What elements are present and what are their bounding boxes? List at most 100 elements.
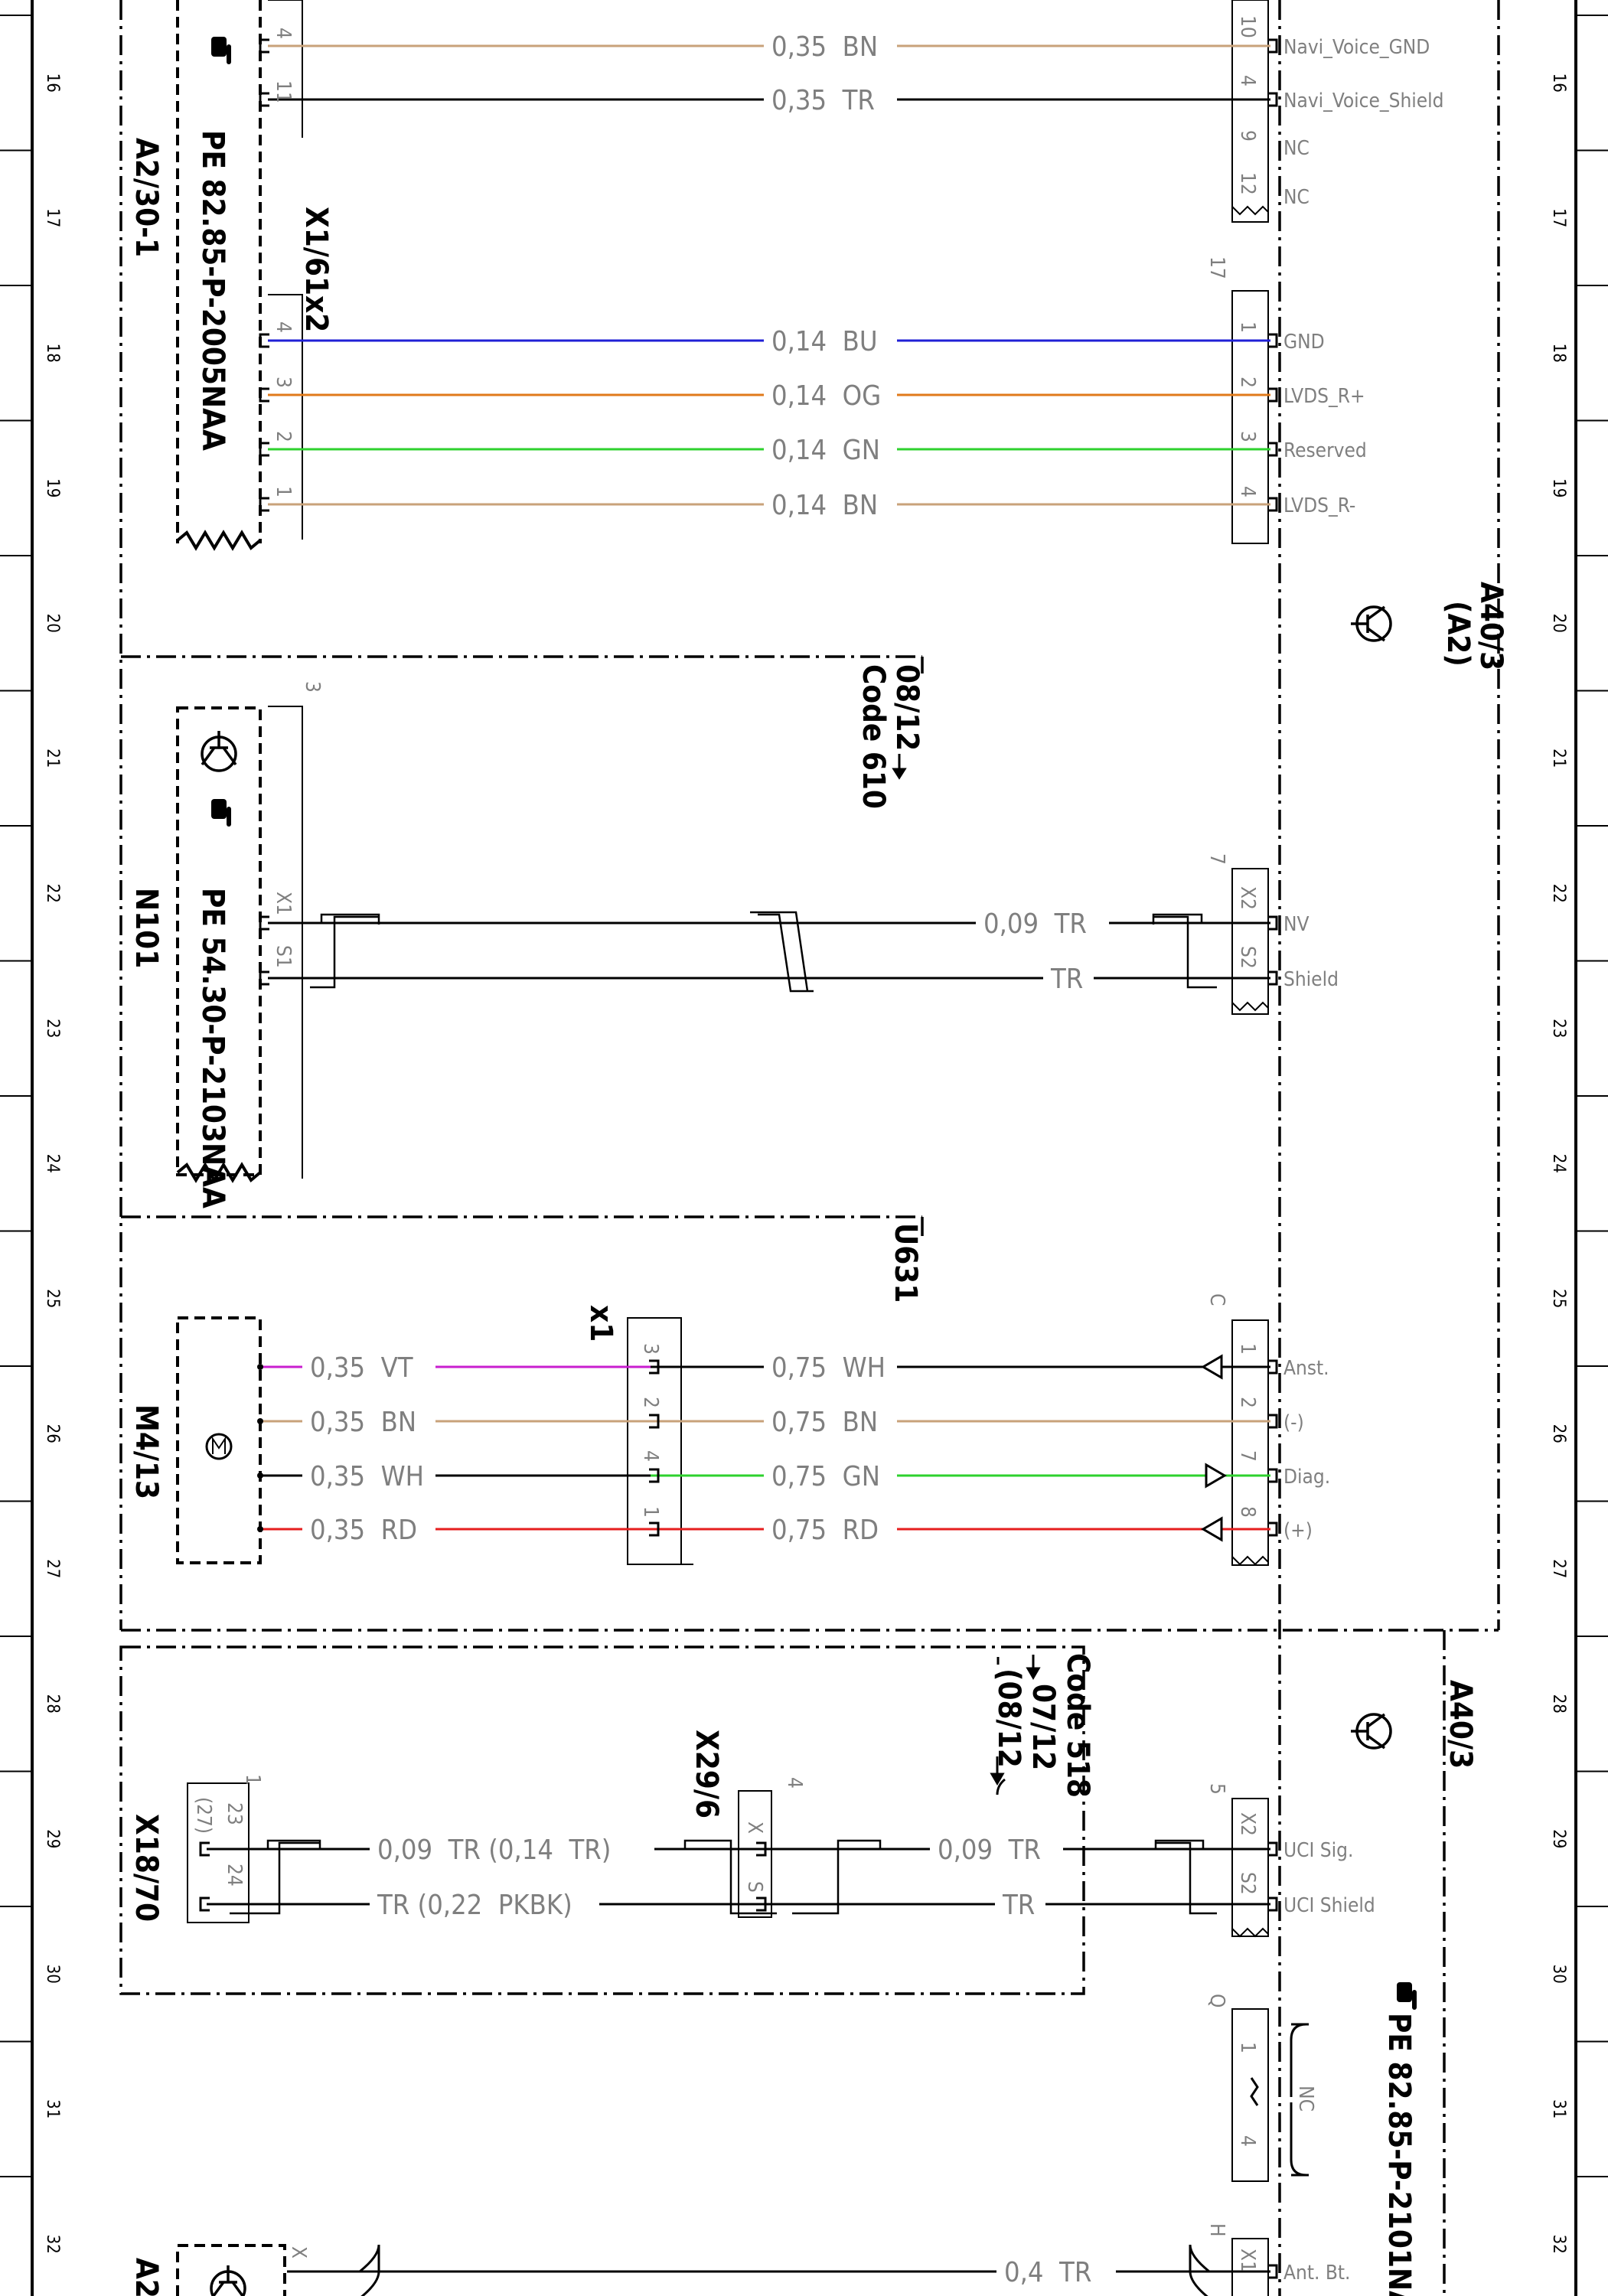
antenna-icon-a2-bottom: [210, 2265, 246, 2296]
signal-diag: Diag.: [1283, 1466, 1330, 1489]
signal-reserved: Reserved: [1283, 439, 1367, 462]
antenna-icon-a40-3-bottom: [1351, 1713, 1392, 1750]
pointing-hand-icon-pe-2005: [211, 37, 231, 64]
grid-number-left-23: 23: [43, 1019, 62, 1038]
signal-navi-voice-gnd: Navi_Voice_GND: [1283, 36, 1430, 59]
grid-number-right-20: 20: [1549, 614, 1568, 633]
pointing-hand-icon-pe-2101: [1397, 1982, 1417, 2010]
pin-right-5-s2: S2: [1236, 1872, 1259, 1895]
grid-number-right-21: 21: [1549, 748, 1568, 768]
component-n101: N101: [129, 888, 164, 968]
signal-nc-bracket: NC: [1294, 2086, 1317, 2112]
signal-uci-shield: UCI Shield: [1283, 1894, 1375, 1917]
nc-bracket: [1250, 2023, 1309, 2177]
grid-number-left-22: 22: [43, 884, 62, 903]
box-a2-bottom: [176, 2244, 286, 2296]
grid-number-right-18: 18: [1549, 344, 1568, 363]
conn-right-17: [1231, 290, 1269, 544]
wire-label-3: 0,14 OG: [771, 380, 881, 412]
wire-label-20: 0,4 TR: [1004, 2257, 1091, 2288]
grid-number-left-27: 27: [43, 1559, 62, 1578]
wire-label-10: 0,75 GN: [771, 1461, 880, 1492]
wire-label-4: 0,14 GN: [771, 435, 880, 466]
pin-x161-4: 4: [272, 321, 295, 333]
component-a2-bottom: A2: [129, 2258, 164, 2296]
grid-number-left-24: 24: [43, 1154, 62, 1173]
pin-a2-x: X: [287, 2246, 310, 2258]
conn-right-h: [1231, 2238, 1269, 2296]
conn-x18-70: [187, 1782, 250, 1923]
grid-number-left-29: 29: [43, 1829, 62, 1848]
grid-number-left-20: 20: [43, 614, 62, 633]
pin-right-c-8: 8: [1236, 1506, 1259, 1518]
pin-right-c-1: 1: [1236, 1343, 1259, 1355]
pin-x18-27: (27): [192, 1797, 215, 1834]
zigzag-a2-30-1: [176, 530, 262, 551]
pin-right-q-1: 1: [1236, 2042, 1259, 2053]
grid-number-right-29: 29: [1549, 1829, 1568, 1848]
pin-right-9: 9: [1236, 130, 1259, 142]
wire-label-17: TR (0,22 PKBK): [377, 1890, 572, 1921]
conn-x1: [627, 1317, 682, 1565]
conn-n101: [268, 706, 303, 1179]
grid-number-right-30: 30: [1549, 1965, 1568, 1984]
boundary-code518: [119, 1645, 1085, 1995]
pin-x1-2: 2: [639, 1397, 662, 1408]
box-m4-13: [176, 1316, 262, 1564]
conn-right-top: [1231, 0, 1269, 223]
pin-right-h: H: [1205, 2223, 1228, 2237]
ref-pe-2101: PE 82.85-P-2101NAA: [1381, 2013, 1417, 2296]
grid-number-right-31: 31: [1549, 2099, 1568, 2118]
grid-number-left-28: 28: [43, 1694, 62, 1714]
signal-shield: Shield: [1283, 968, 1339, 991]
grid-number-left-32: 32: [43, 2235, 62, 2254]
code-610: Code 610: [856, 664, 891, 809]
signal-lvds-r-minus: LVDS_R-: [1283, 494, 1355, 517]
grid-number-right-22: 22: [1549, 884, 1568, 903]
wire-label-14: 0,35 WH: [310, 1461, 424, 1492]
grid-number-left-30: 30: [43, 1965, 62, 1984]
signal-nc-2: NC: [1283, 186, 1310, 209]
code-u631: U631: [888, 1223, 923, 1303]
wire-label-11: 0,75 RD: [771, 1515, 879, 1546]
pin-x18-23: 23: [223, 1802, 246, 1825]
wire-label-6: 0,09 TR: [983, 908, 1087, 940]
signal-navi-voice-shield: Navi_Voice_Shield: [1283, 90, 1444, 113]
wire-label-0: 0,35 BN: [771, 31, 878, 63]
pin-right-17: 17: [1205, 256, 1228, 279]
pin-x161-2: 2: [272, 431, 295, 442]
conn-x1-61x2: [268, 294, 303, 540]
pin-x29-s: S: [743, 1881, 766, 1893]
wire-label-7: TR: [1050, 964, 1083, 995]
pin-x29-4: 4: [783, 1777, 806, 1789]
grid-number-right-17: 17: [1549, 208, 1568, 227]
grid-number-right-25: 25: [1549, 1289, 1568, 1308]
conn-right-c: [1231, 1319, 1269, 1566]
grid-number-right-28: 28: [1549, 1694, 1568, 1714]
pin-n101-x1: X1: [272, 892, 295, 915]
pin-x1-1: 1: [639, 1506, 662, 1518]
grid-number-right-16: 16: [1549, 73, 1568, 93]
pin-right-10: 10: [1236, 15, 1259, 38]
pin-x161-1: 1: [272, 486, 295, 497]
signal-nv: NV: [1283, 913, 1310, 936]
wire-label-5: 0,14 BN: [771, 490, 878, 521]
component-m4-13: M4/13: [129, 1404, 164, 1499]
pin-x1-3: 3: [639, 1343, 662, 1355]
signal-gnd: GND: [1283, 331, 1325, 354]
component-a40-3: A40/3: [1443, 1680, 1478, 1769]
code-610-date: 08/12: [889, 664, 925, 751]
pin-right-q-4: 4: [1236, 2135, 1259, 2147]
pin-right-4a: 4: [1236, 75, 1259, 86]
pin-right-h-x1: X1: [1236, 2249, 1259, 2272]
grid-ticks: [0, 15, 1608, 2177]
arrow-plus: [1201, 1516, 1223, 1542]
wire-label-13: 0,35 BN: [310, 1407, 416, 1438]
pin-x18-24: 24: [223, 1864, 246, 1887]
pin-right-12: 12: [1236, 172, 1259, 195]
wire-label-8: 0,75 WH: [771, 1352, 886, 1384]
grid-number-left-19: 19: [43, 478, 62, 497]
